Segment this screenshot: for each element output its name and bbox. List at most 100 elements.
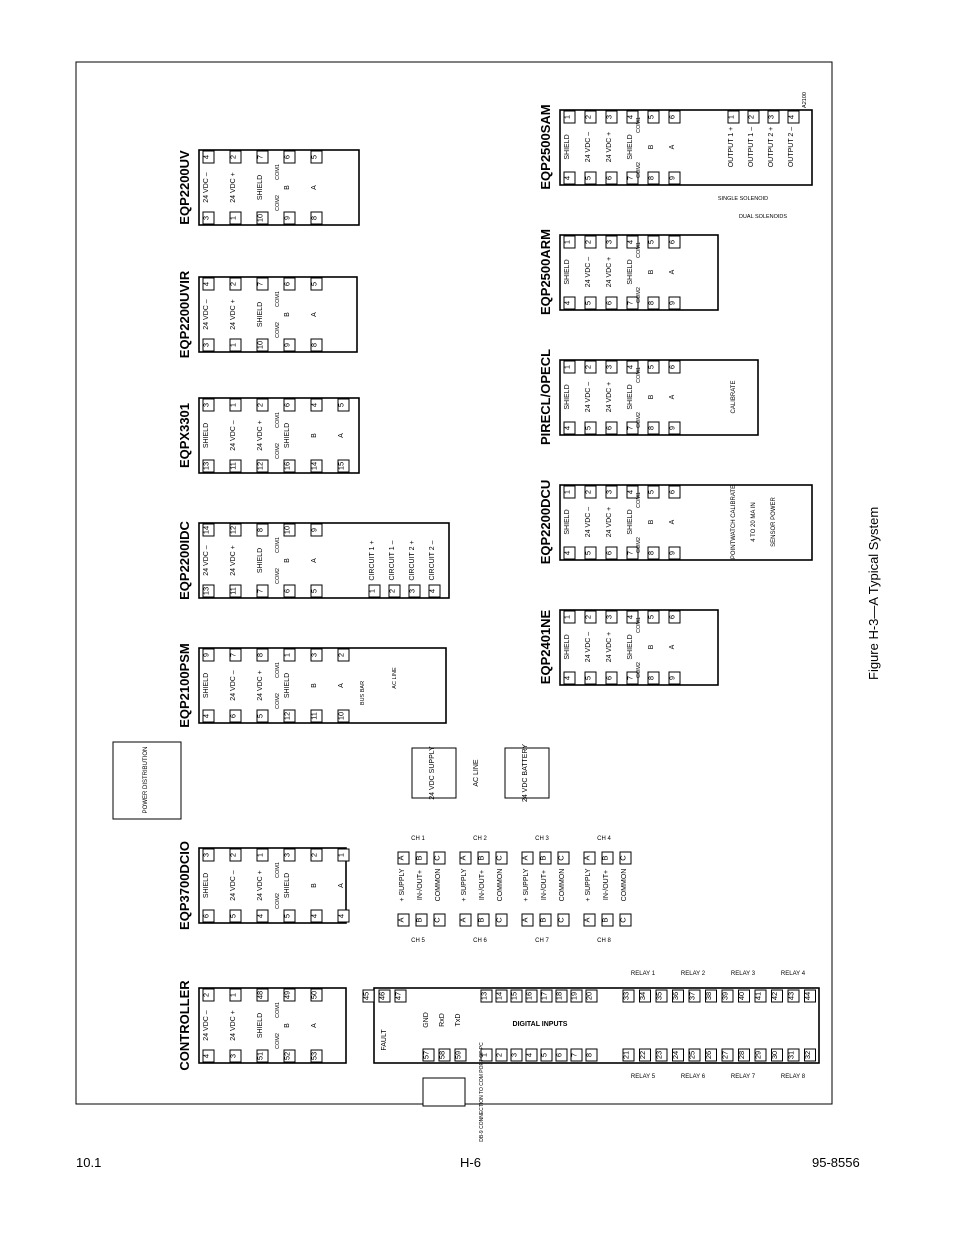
pin-bottom-num: 1 — [229, 216, 238, 220]
com1-label: COM1 — [275, 662, 281, 678]
pin-bottom-num: 6 — [605, 551, 614, 555]
relay-terminal — [688, 989, 701, 1003]
di-terminal — [480, 1048, 493, 1062]
pin-bottom-num: 6 — [605, 676, 614, 680]
extra-label: POINTWATCH CALIBRATE — [731, 485, 737, 559]
pin-bottom — [584, 171, 597, 185]
pin-top — [310, 523, 323, 537]
pin-label: 24 VDC – — [585, 507, 592, 537]
pin-top — [256, 150, 269, 164]
pin-bottom-num: 11 — [229, 462, 238, 470]
di-terminal — [510, 1048, 523, 1062]
di-terminal-num: 2 — [495, 1053, 504, 1057]
pin-top — [626, 110, 639, 124]
pin-top — [626, 610, 639, 624]
ch-terminal-num: C — [557, 917, 566, 923]
module-eqp2200uvir — [198, 276, 358, 353]
relay-terminal-num: 32 — [803, 1051, 812, 1059]
pin-label: SHIELD — [257, 302, 264, 327]
pin-top — [229, 523, 242, 537]
ch-terminal — [557, 851, 570, 865]
pin-top — [605, 110, 618, 124]
pin-top — [229, 648, 242, 662]
pin-bottom-num: 9 — [668, 301, 677, 305]
di-terminal-num: 14 — [495, 992, 504, 1000]
module-boxes — [75, 61, 833, 1107]
pin-label: 24 VDC – — [230, 420, 237, 450]
relay-terminal — [655, 1048, 668, 1062]
page-number: H-6 — [460, 1155, 481, 1170]
com2-label: COM2 — [275, 568, 281, 584]
pin-top-num: 2 — [584, 240, 593, 244]
pin-top — [229, 848, 242, 862]
ch-terminal — [415, 851, 428, 865]
pin-bottom — [256, 584, 269, 598]
pin-bottom-num: 4 — [256, 914, 265, 918]
pin-top — [647, 360, 660, 374]
pin-bottom — [626, 546, 639, 560]
pin-top — [584, 610, 597, 624]
pin-bottom-num: 10 — [256, 214, 265, 222]
pin-label: SHIELD — [564, 259, 571, 284]
pin-bottom-num: 6 — [283, 589, 292, 593]
pin-label: 24 VDC – — [203, 299, 210, 329]
relay-bottom-label: RELAY 5 — [631, 1074, 656, 1080]
pin-label: SHIELD — [627, 259, 634, 284]
pin-label: 24 VDC + — [257, 420, 264, 451]
ch-label: COMMON — [497, 869, 504, 902]
pin-top — [256, 398, 269, 412]
circuit-terminal — [428, 584, 441, 598]
pin-bottom-num: 8 — [647, 426, 656, 430]
relay-terminal-num: 35 — [655, 992, 664, 1000]
pin-bottom — [283, 709, 296, 723]
circuit-terminal — [388, 584, 401, 598]
pin-top — [647, 610, 660, 624]
pin-label: B — [311, 433, 318, 438]
di-terminal-num: 16 — [525, 992, 534, 1000]
pin-top — [310, 398, 323, 412]
pin-top — [283, 848, 296, 862]
digital-inputs-label: DIGITAL INPUTS — [513, 1021, 568, 1028]
pin-bottom-num: 53 — [310, 1052, 319, 1060]
pin-bottom-num: 13 — [202, 587, 211, 595]
com1-label: COM1 — [275, 164, 281, 180]
pin-label: 24 VDC + — [257, 670, 264, 701]
pin-top-num: 1 — [563, 490, 572, 494]
pin-bottom — [310, 584, 323, 598]
ch-terminal-num: B — [477, 917, 486, 922]
pin-top-num: 2 — [310, 853, 319, 857]
pin-bottom-num: 5 — [584, 176, 593, 180]
ch-terminal — [495, 851, 508, 865]
ch-label: + SUPPLY — [461, 868, 468, 901]
relay-terminal — [688, 1048, 701, 1062]
pin-top-num: 49 — [283, 991, 292, 999]
com2-label: COM2 — [275, 893, 281, 909]
pin-bottom — [563, 171, 576, 185]
pin-bottom — [310, 211, 323, 225]
pin-label: A — [311, 1023, 318, 1028]
pin-top — [605, 485, 618, 499]
pin-top — [584, 235, 597, 249]
pin-label: SHIELD — [284, 873, 291, 898]
power-distribution-label: POWER DISTRIBUTION — [143, 747, 149, 814]
di-terminal-num: 8 — [585, 1053, 594, 1057]
pin-bottom — [584, 546, 597, 560]
pin-top — [256, 277, 269, 291]
pin-bottom-num: 5 — [256, 714, 265, 718]
di-terminal-num: 4 — [525, 1053, 534, 1057]
extra-label: CALIBRATE — [731, 381, 737, 414]
pin-top — [668, 610, 681, 624]
pin-label: 24 VDC + — [606, 632, 613, 663]
pin-bottom — [310, 709, 323, 723]
com1-label: COM1 — [275, 1002, 281, 1018]
pin-bottom-num: 8 — [647, 176, 656, 180]
pin-bottom — [256, 211, 269, 225]
revision: 10.1 — [76, 1155, 102, 1170]
pin-bottom — [229, 909, 242, 923]
fault-terminal — [362, 989, 375, 1003]
pin-top — [647, 485, 660, 499]
ch-terminal-num: C — [433, 917, 442, 923]
com2-label: COM2 — [636, 537, 642, 553]
pin-label: SHIELD — [627, 384, 634, 409]
